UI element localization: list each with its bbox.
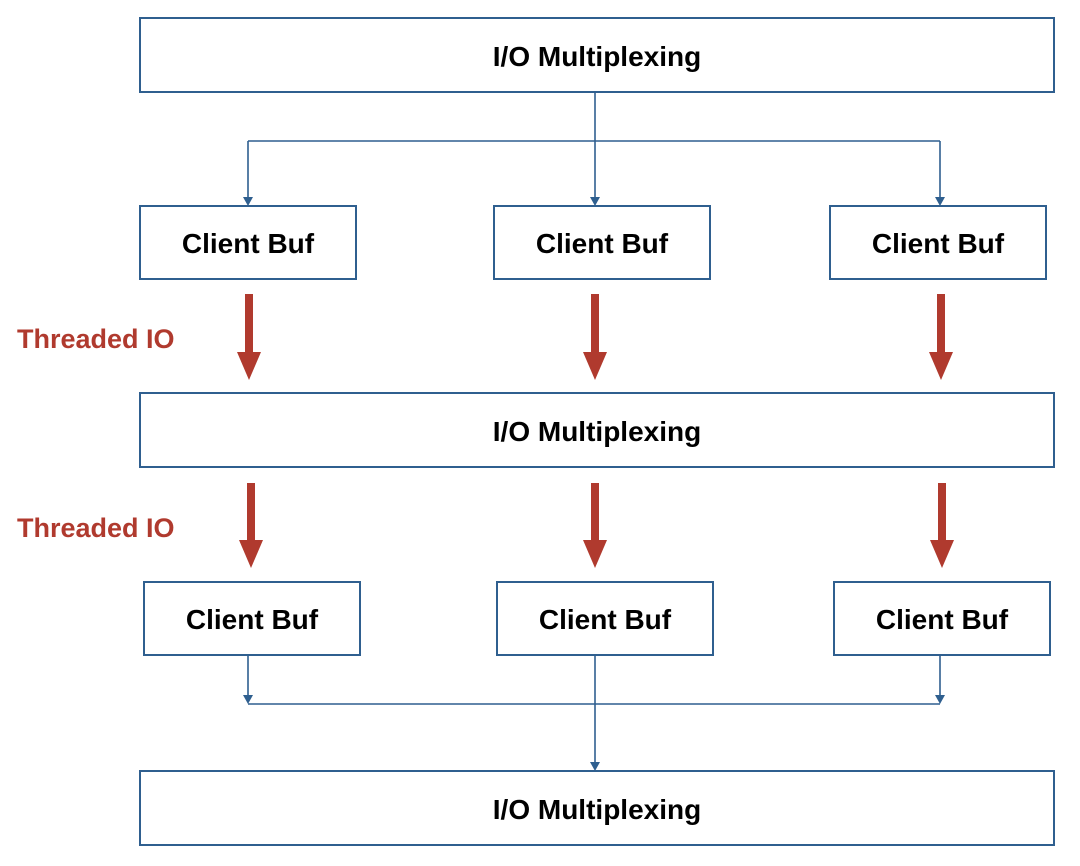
client-buf-label: Client Buf bbox=[536, 228, 669, 259]
client-buf-upper-3: Client Buf bbox=[829, 205, 1047, 280]
arrowhead-icon bbox=[590, 197, 600, 206]
client-buf-label: Client Buf bbox=[539, 604, 672, 635]
client-buf-lower-1: Client Buf bbox=[143, 581, 361, 656]
io-multiplexing-bottom-label: I/O Multiplexing bbox=[493, 794, 701, 825]
threaded-io-label-2: Threaded IO bbox=[17, 513, 175, 543]
red-arrowhead-icon bbox=[583, 540, 607, 568]
client-buf-label: Client Buf bbox=[182, 228, 315, 259]
red-arrowhead-icon bbox=[930, 540, 954, 568]
red-arrowhead-icon bbox=[583, 352, 607, 380]
client-buf-label: Client Buf bbox=[186, 604, 319, 635]
client-buf-upper-1: Client Buf bbox=[139, 205, 357, 280]
arrowhead-icon bbox=[243, 197, 253, 206]
io-multiplexing-middle: I/O Multiplexing bbox=[139, 392, 1055, 468]
client-buf-lower-3: Client Buf bbox=[833, 581, 1051, 656]
red-arrowhead-icon bbox=[237, 352, 261, 380]
threaded-io-arrows-1 bbox=[237, 294, 953, 380]
arrowhead-icon bbox=[590, 762, 600, 771]
fan-in-connectors bbox=[243, 655, 945, 771]
threaded-io-label-1: Threaded IO bbox=[17, 324, 175, 354]
io-multiplexing-top-label: I/O Multiplexing bbox=[493, 41, 701, 72]
red-arrowhead-icon bbox=[239, 540, 263, 568]
arrowhead-icon bbox=[935, 197, 945, 206]
client-buf-label: Client Buf bbox=[876, 604, 1009, 635]
arrowhead-icon bbox=[935, 695, 945, 704]
client-buf-label: Client Buf bbox=[872, 228, 1005, 259]
red-arrowhead-icon bbox=[929, 352, 953, 380]
threaded-io-arrows-2 bbox=[239, 483, 954, 568]
client-buf-lower-2: Client Buf bbox=[496, 581, 714, 656]
io-multiplexing-middle-label: I/O Multiplexing bbox=[493, 416, 701, 447]
io-multiplexing-bottom: I/O Multiplexing bbox=[139, 770, 1055, 846]
io-multiplexing-top: I/O Multiplexing bbox=[139, 17, 1055, 93]
fan-out-connectors bbox=[243, 92, 945, 206]
client-buf-upper-2: Client Buf bbox=[493, 205, 711, 280]
arrowhead-icon bbox=[243, 695, 253, 704]
